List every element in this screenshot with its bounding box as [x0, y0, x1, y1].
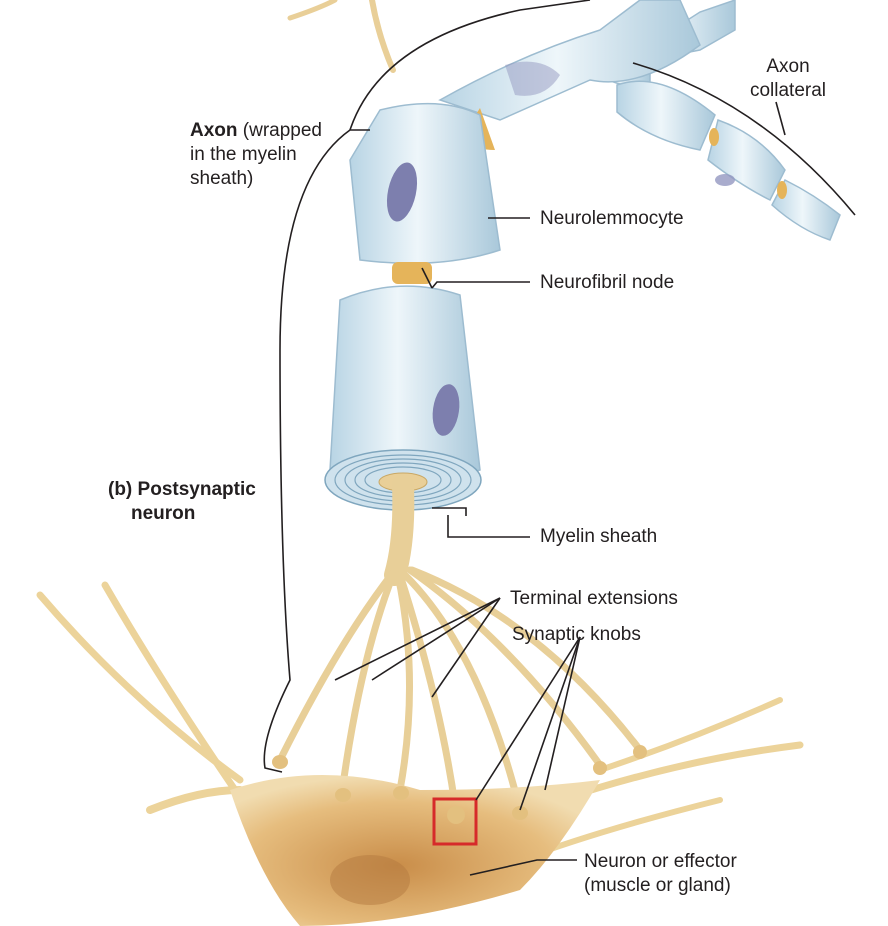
cell-body: [230, 775, 600, 926]
myelinated-axon-upper: [349, 0, 701, 265]
label-synaptic-knobs: Synaptic knobs: [512, 624, 641, 645]
neurofibril-node-mark: [392, 262, 432, 284]
axon-collateral-leader: [632, 62, 856, 216]
upper-dendrite: [287, 0, 338, 21]
label-postsynaptic-neuron: (b) Postsynaptic neuron: [108, 478, 256, 526]
label-myelin-sheath: Myelin sheath: [540, 526, 658, 547]
axon-terminals: [276, 474, 644, 814]
label-neurolemmocyte: Neurolemmocyte: [540, 208, 684, 229]
label-axon-rest-3: sheath): [190, 168, 254, 189]
label-neuron-effector-1: Neuron or effector: [584, 851, 737, 872]
label-neuron-effector: Neuron or effector (muscle or gland): [584, 850, 737, 898]
label-axon-rest-1: (wrapped: [237, 120, 322, 141]
label-axon-bold: Axon: [190, 120, 238, 141]
label-neurofibril-node: Neurofibril node: [540, 272, 675, 293]
axon-bracket: [263, 129, 370, 773]
target-neuron: [36, 581, 804, 926]
label-axon-collateral-1: Axon: [766, 56, 810, 77]
synaptic-knobs: [272, 745, 647, 824]
label-axon-rest-2: in the myelin: [190, 144, 297, 165]
neurolemmocyte-nucleus-upper: [386, 162, 418, 222]
label-terminal-extensions: Terminal extensions: [510, 588, 678, 609]
label-postsynaptic-2: neuron: [131, 503, 196, 524]
upper-dendrite-2: [369, 0, 396, 73]
label-neuron-effector-2: (muscle or gland): [584, 875, 731, 896]
label-axon-collateral-2: collateral: [749, 80, 827, 101]
neurolemmocyte-nucleus-lower: [432, 384, 460, 436]
label-axon-collateral: Axon collateral: [738, 55, 838, 103]
label-postsynaptic-1: (b) Postsynaptic: [108, 479, 256, 500]
leader-lines: [263, 0, 856, 876]
synapse-highlight-box: [432, 797, 478, 846]
label-axon: Axon (wrapped in the myelin sheath): [190, 119, 322, 191]
